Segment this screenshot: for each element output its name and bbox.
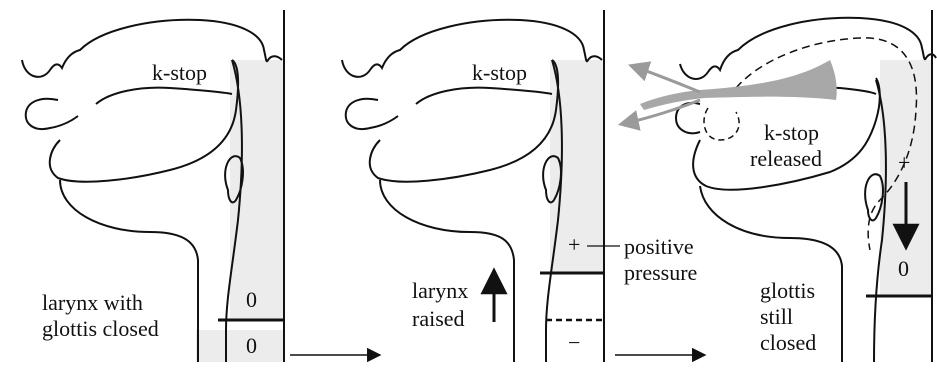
k-stop-label: k-stop [764, 120, 819, 146]
larynx-label-line-2: glottis closed [42, 316, 159, 342]
glottis-label-line-2: still [760, 304, 793, 330]
pressure-below-value: 0 [246, 333, 257, 359]
upper-lip [346, 99, 398, 129]
palate [96, 88, 232, 104]
tongue [370, 60, 558, 182]
glottis-label-line-1: glottis [760, 278, 815, 304]
pressure-above-value: 0 [246, 287, 257, 313]
larynx-label-line-1: larynx [412, 278, 468, 304]
upper-lip [26, 99, 78, 129]
released-label: released [750, 146, 822, 172]
pressure-above-value: + [568, 232, 580, 258]
former-lip-outline [704, 108, 739, 140]
k-stop-label: k-stop [152, 60, 207, 86]
pressure-above-value: + [898, 150, 910, 176]
pressure-below-value: − [568, 330, 580, 356]
tongue [50, 60, 238, 182]
larynx-label-line-2: raised [412, 306, 465, 332]
airflow-arrow-icon [632, 66, 700, 92]
vocal-tract-shading [196, 330, 284, 362]
positive-pressure-label-line-1: positive [624, 234, 694, 260]
palate [416, 88, 552, 104]
pressure-below-value: 0 [898, 256, 909, 282]
glottis-label-line-3: closed [760, 330, 816, 356]
larynx-label-line-1: larynx with [42, 290, 143, 316]
positive-pressure-label-line-2: pressure [624, 260, 697, 286]
k-stop-label: k-stop [472, 60, 527, 86]
